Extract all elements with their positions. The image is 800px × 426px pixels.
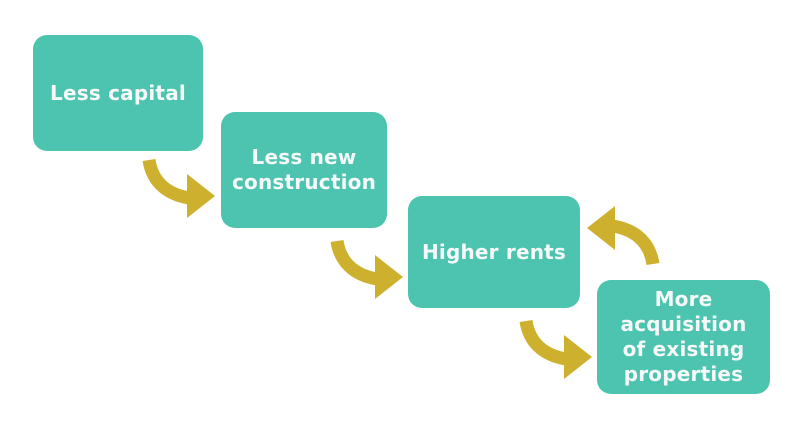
curved-arrow-icon — [330, 239, 403, 299]
node-label: Less capital — [50, 80, 186, 105]
node-label: Less new construction — [231, 145, 377, 194]
node-label: More acquisition of existing properties — [620, 287, 747, 386]
node-more-acquisition: More acquisition of existing properties — [597, 280, 770, 394]
curved-arrow-back-icon — [587, 206, 660, 266]
node-less-new-construction: Less new construction — [221, 112, 387, 228]
node-label: Higher rents — [421, 239, 567, 264]
curved-arrow-icon — [519, 319, 592, 379]
node-less-capital: Less capital — [33, 35, 203, 151]
node-higher-rents: Higher rents — [408, 196, 580, 308]
curved-arrow-icon — [142, 158, 215, 218]
